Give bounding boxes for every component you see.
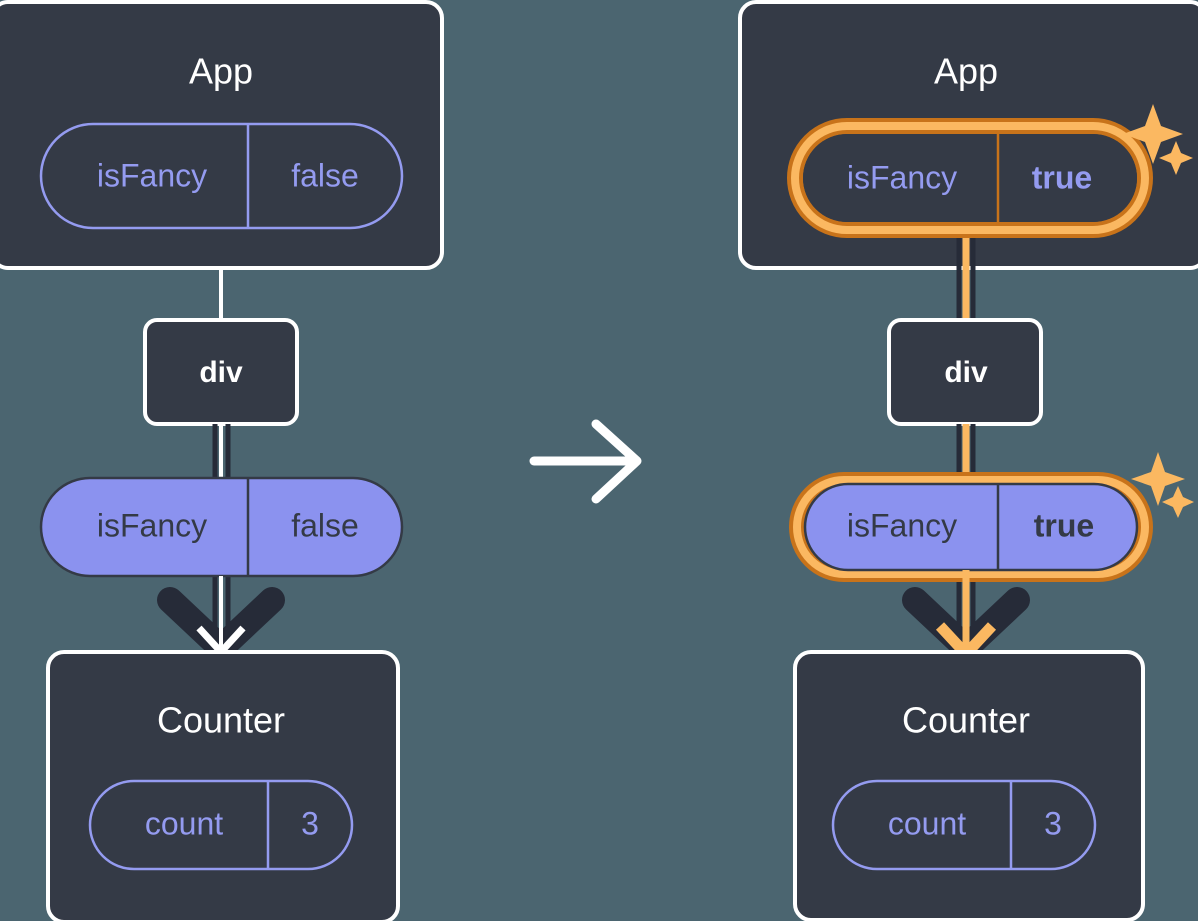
sparkle-highlight-app-after [1123,104,1193,175]
sparkle-small-icon [1159,141,1193,175]
counter-title-before: Counter [157,700,285,741]
pill-body [39,122,404,230]
counter-state-pill-after[interactable]: count 3 [831,779,1097,871]
pill-value: false [291,507,359,543]
pill-body [803,482,1139,572]
highlight-ring-inner [791,122,1149,234]
app-title-after: App [934,51,998,92]
sparkle-highlight-prop-after [1131,452,1194,518]
app-state-pill-before[interactable]: isFancy false [39,122,404,230]
app-title-before: App [189,51,253,92]
div-label-after: div [944,356,988,389]
sparkle-large-icon [1123,104,1183,164]
sparkle-small-icon [1162,486,1194,518]
pill-key: count [888,805,966,841]
pill-body [831,779,1097,871]
pill-value: true [1032,159,1092,195]
transition-arrow-head [591,419,642,504]
pill-body [88,779,354,871]
panel-after: App isFancy true div [738,0,1198,921]
transition-arrow [529,419,642,504]
counter-box-after [793,650,1145,921]
div-label-before: div [199,356,243,389]
sparkle-large-icon [1131,452,1185,506]
pill-key: isFancy [847,159,957,195]
pill-value: 3 [1044,805,1062,841]
pill-value: false [291,157,359,193]
counter-state-pill-before[interactable]: count 3 [88,779,354,871]
pill-key: isFancy [97,507,207,543]
panel-before: App isFancy false div [0,0,444,921]
prop-pill-after[interactable]: isFancy true [789,472,1153,582]
prop-pill-before[interactable]: isFancy false [39,476,404,578]
pill-key: isFancy [97,157,207,193]
counter-title-after: Counter [902,700,1030,741]
pill-key: isFancy [847,507,957,543]
pill-body [803,134,1137,222]
highlight-ring-inner [793,476,1149,578]
pill-key: count [145,805,223,841]
pill-value: true [1034,507,1094,543]
pill-value: 3 [301,805,319,841]
app-box-before [0,0,444,270]
app-state-pill-after[interactable]: isFancy true [787,118,1153,238]
counter-box-before [46,650,400,921]
